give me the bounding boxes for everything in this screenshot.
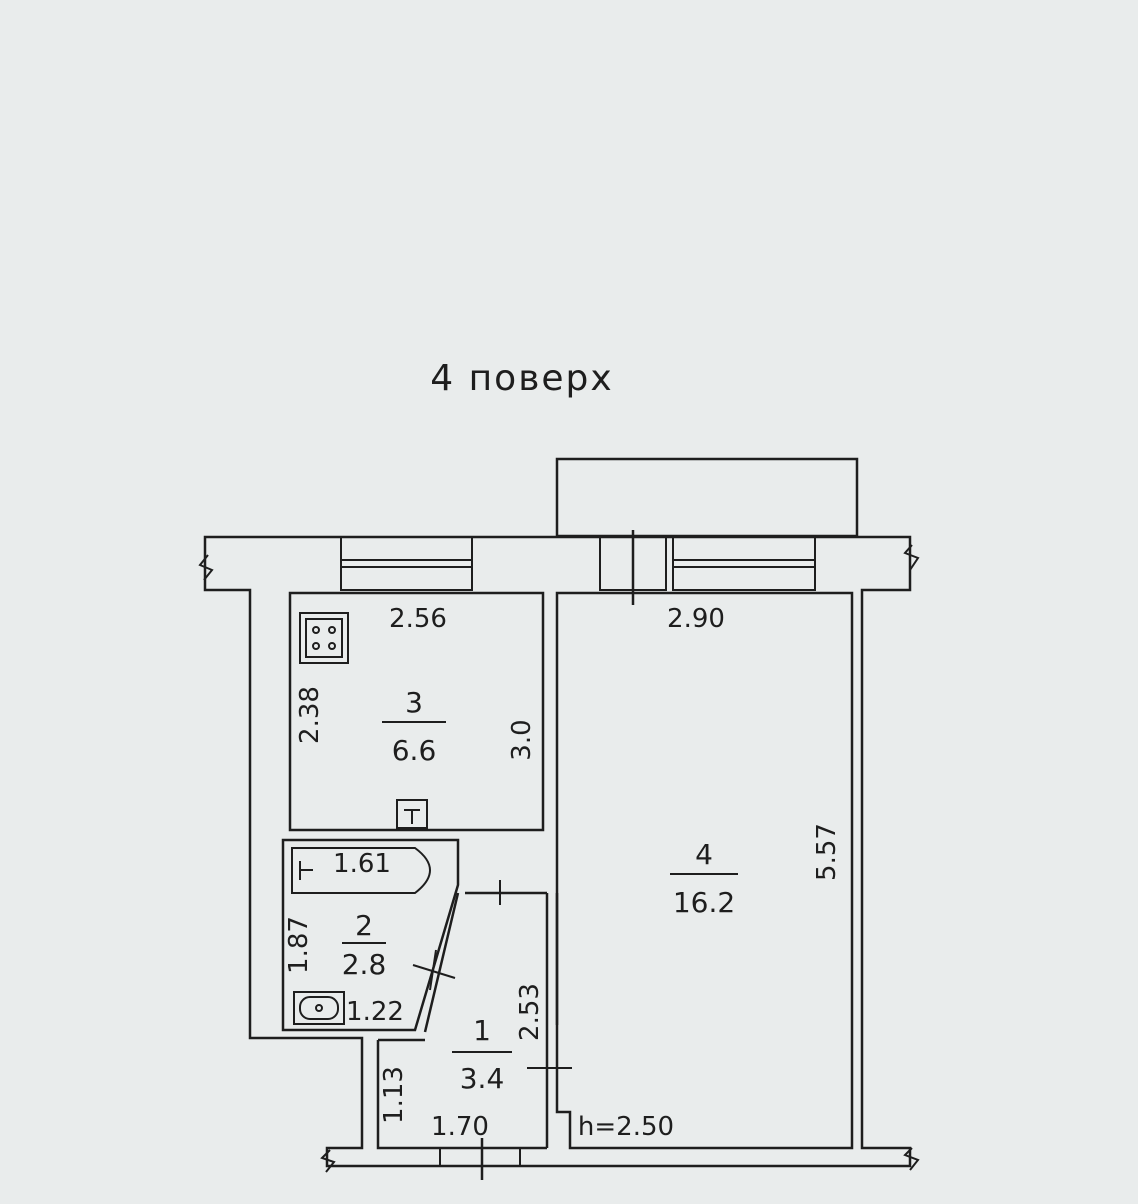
kitchen-length-dimension: 3.0 [507, 719, 537, 760]
ceiling-height-label: h=2.50 [578, 1112, 674, 1142]
hall-width-dimension: 1.70 [431, 1112, 489, 1142]
room-2-number: 2 [355, 909, 373, 942]
toilet-dimension: 1.22 [346, 997, 404, 1027]
bathtub-icon [291, 847, 431, 894]
kitchen-side-dimension: 2.38 [295, 686, 325, 744]
room-2-area: 2.8 [342, 948, 387, 981]
windows [340, 530, 816, 1180]
floor-title: 4 поверх [430, 358, 613, 399]
hall-side-dimension: 1.13 [379, 1066, 409, 1124]
kitchen-outline [288, 591, 545, 832]
door-ticks [412, 880, 572, 1095]
room-labels [342, 721, 738, 1053]
room-3-number: 3 [405, 686, 423, 719]
room-4-area: 16.2 [673, 886, 735, 919]
living-room-outline [555, 591, 854, 1150]
hall-length-dimension: 2.53 [515, 983, 545, 1041]
toilet-icon [293, 991, 345, 1025]
room-3-area: 6.6 [392, 734, 437, 767]
bathroom-outline [281, 838, 460, 1032]
bath-side-dimension: 1.87 [284, 916, 314, 974]
room-window [672, 536, 816, 591]
room-length-dimension: 5.57 [812, 823, 842, 881]
heater-icon [396, 799, 428, 829]
break-marks [198, 544, 920, 1173]
stove-icon [299, 612, 349, 664]
room-1-number: 1 [473, 1014, 491, 1047]
room-width-dimension: 2.90 [667, 604, 725, 634]
kitchen-window [340, 536, 473, 591]
room-1-area: 3.4 [460, 1062, 505, 1095]
bathroom-diagonal-wall [423, 892, 460, 1033]
bathtub-dimension: 1.61 [333, 849, 391, 879]
outer-wall [203, 535, 912, 1168]
kitchen-width-dimension: 2.56 [389, 604, 447, 634]
room-4-number: 4 [695, 838, 713, 871]
